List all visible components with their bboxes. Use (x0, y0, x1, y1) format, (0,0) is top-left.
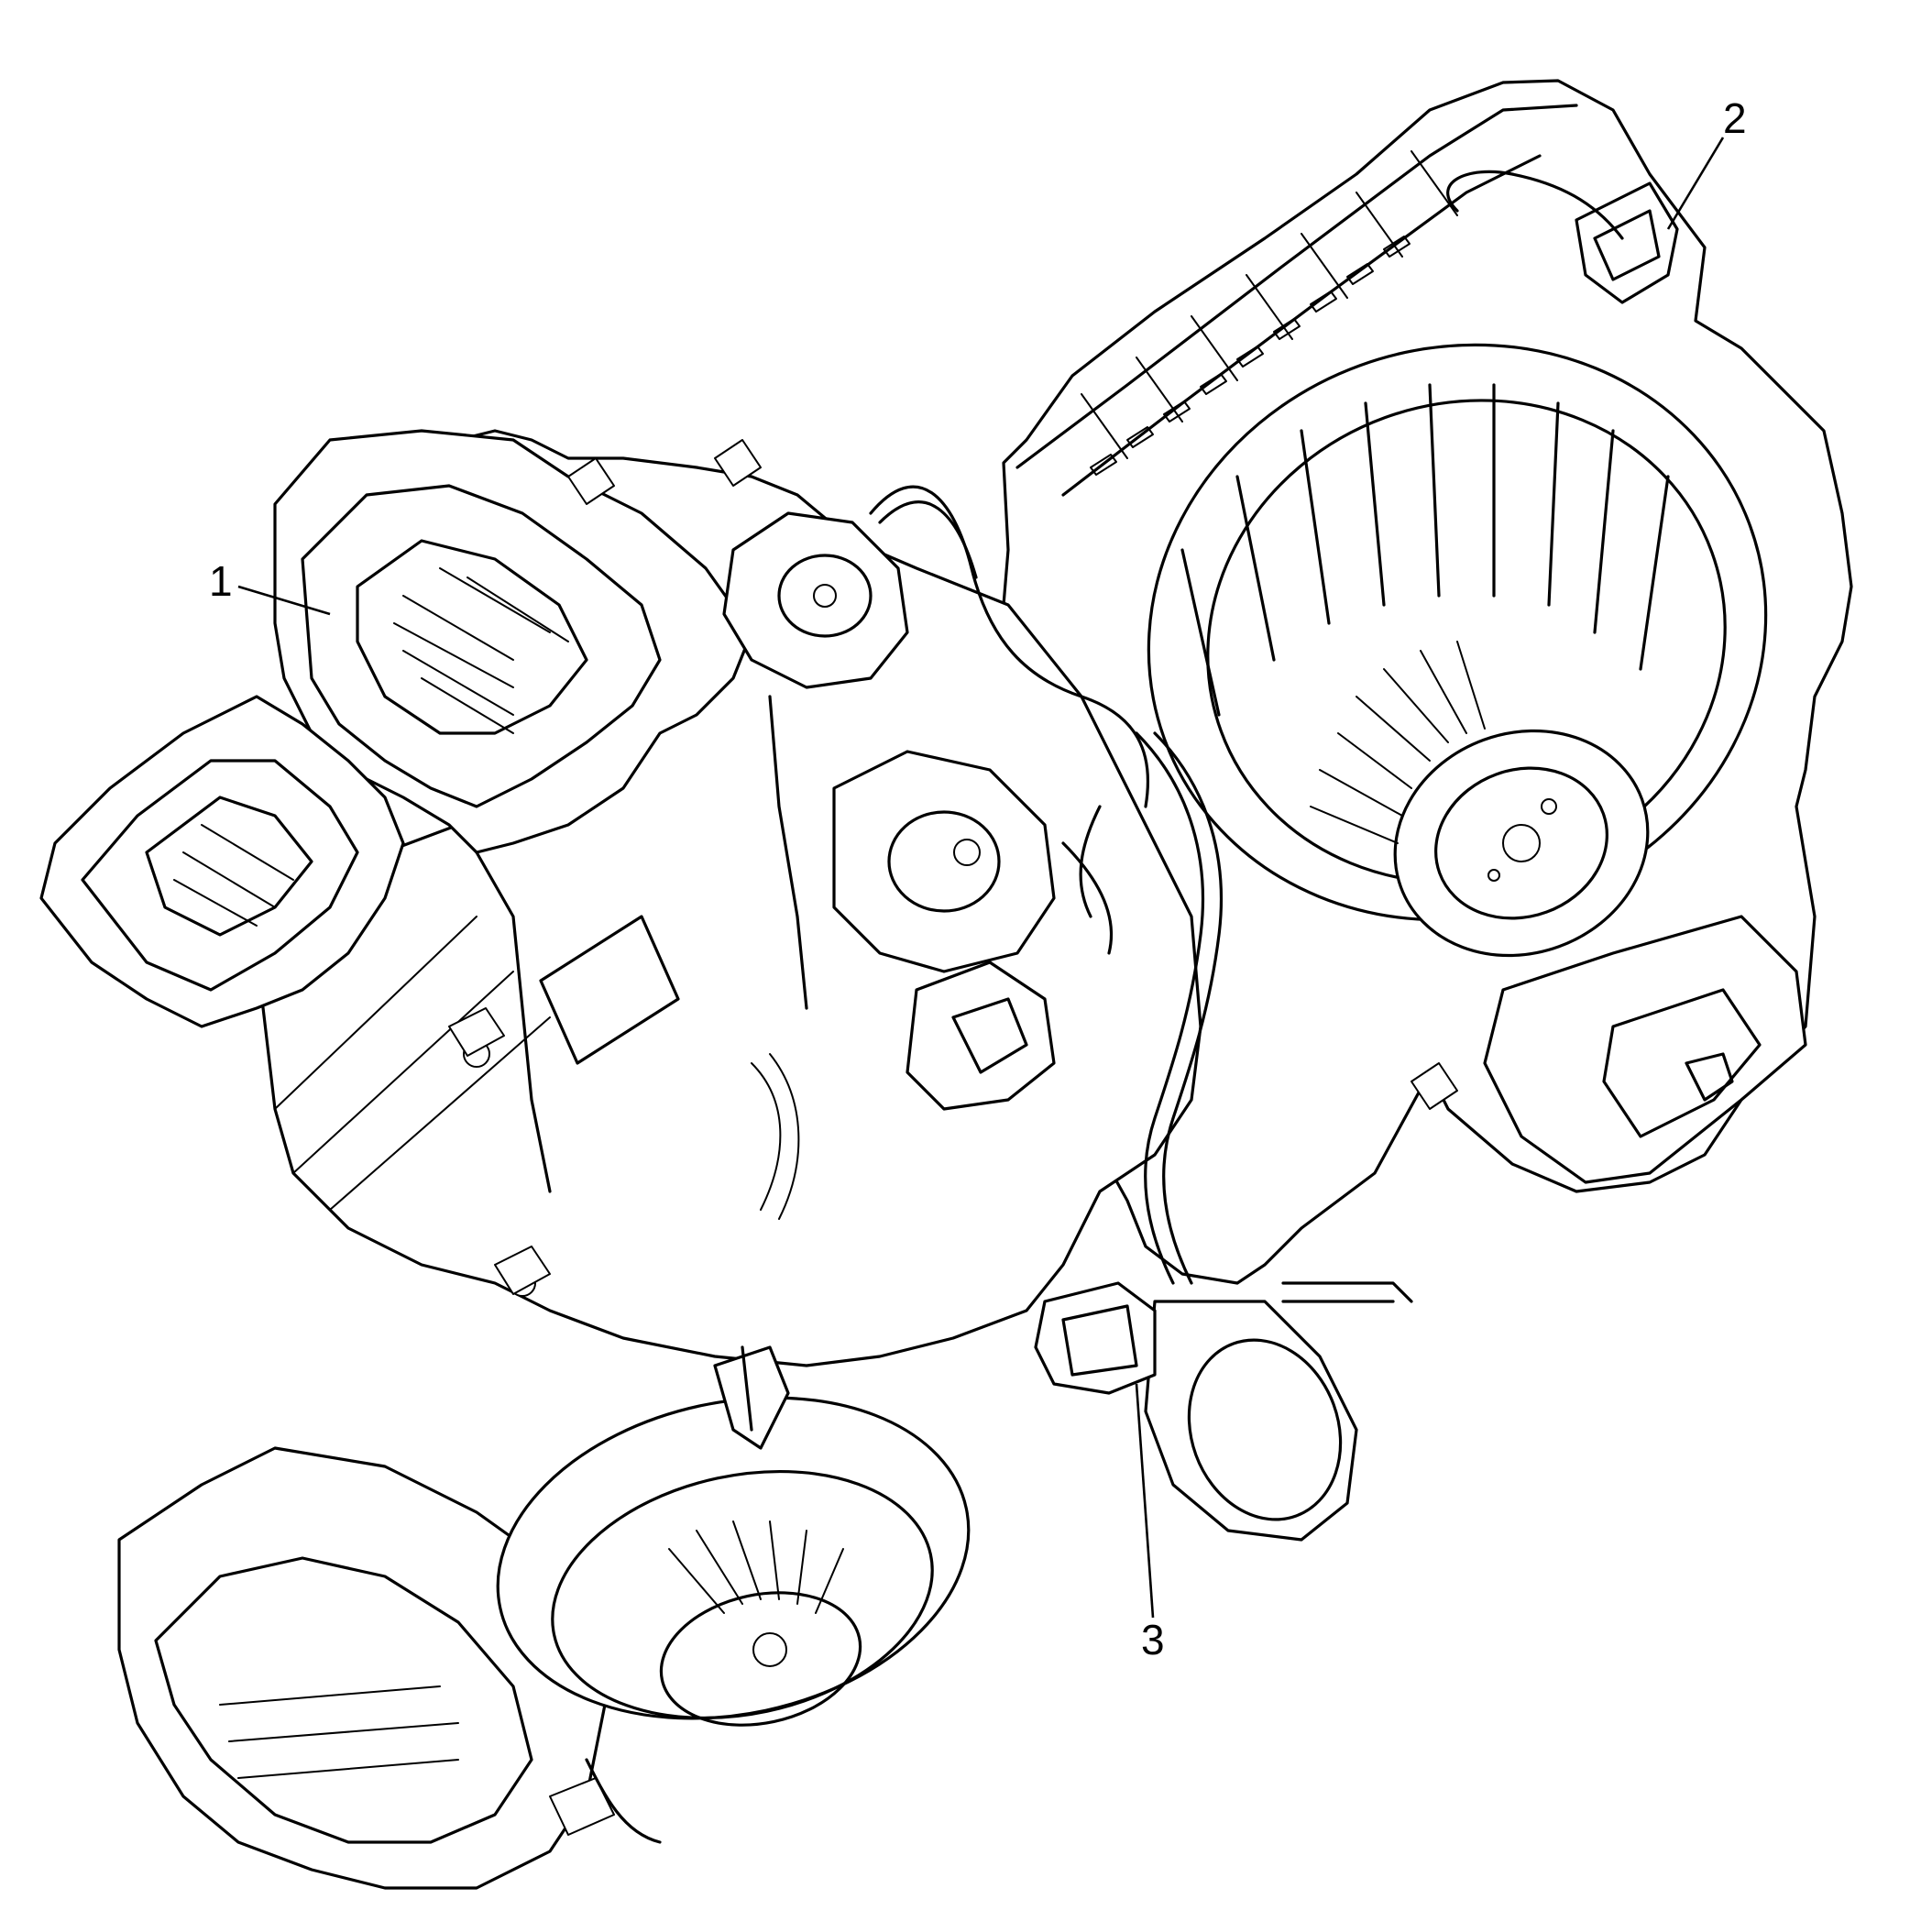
callout-3-leader (1135, 1383, 1155, 1619)
callout-2: 2 (1666, 94, 1747, 230)
callout-1-label: 1 (209, 557, 233, 605)
callout-3: 3 (1135, 1383, 1165, 1663)
actuators-and-harness (567, 439, 1458, 1303)
hvac-case (39, 429, 1202, 1367)
callout-1: 1 (209, 557, 331, 616)
lower-blower-and-outlet (117, 1281, 1358, 1890)
callout-2-leader (1666, 137, 1725, 230)
callout-3-label: 3 (1141, 1616, 1165, 1663)
callout-2-label: 2 (1723, 94, 1747, 142)
callout-1-leader (237, 585, 331, 616)
